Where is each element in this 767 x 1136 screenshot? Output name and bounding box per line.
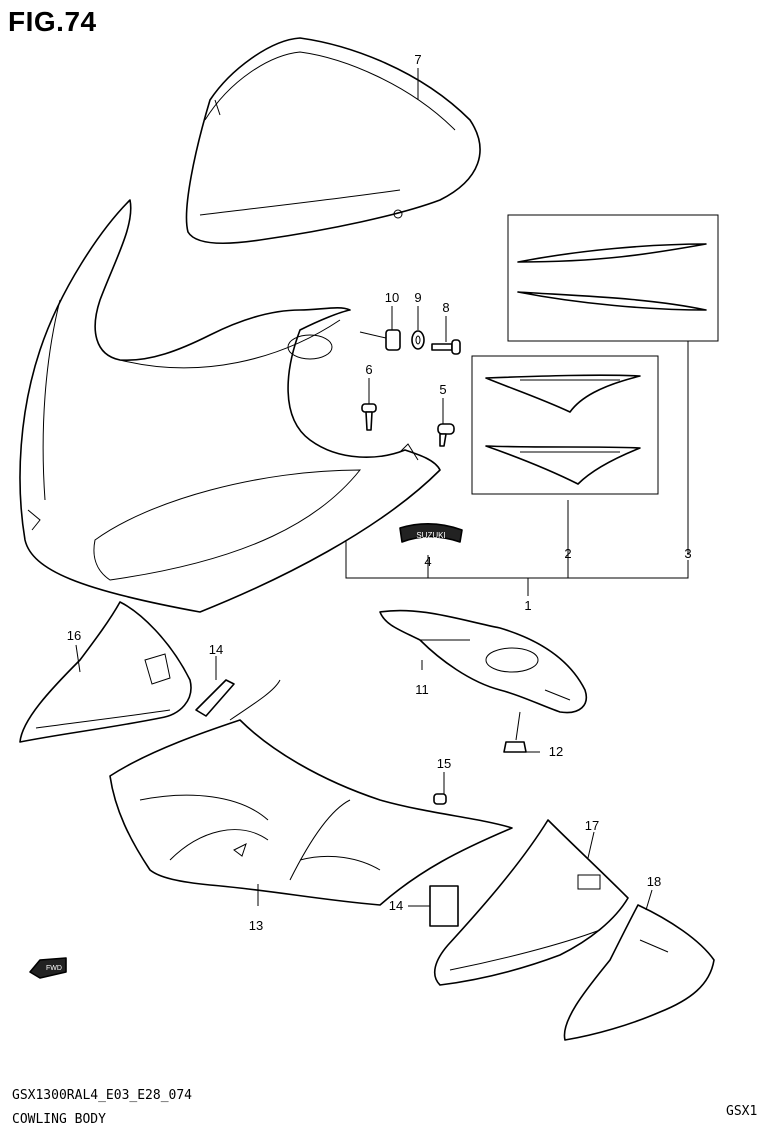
- callout-8: 8: [442, 300, 449, 315]
- trim-14-upper: [195, 679, 235, 717]
- screw-5: [437, 423, 455, 447]
- callout-3: 3: [684, 546, 691, 561]
- callout-1: 1: [524, 598, 531, 613]
- callout-12: 12: [549, 744, 563, 759]
- figure-title: FIG.74: [8, 6, 97, 37]
- upper-cowling: [19, 199, 441, 613]
- model-code: GSX1300RAL4_E03_E28_074: [12, 1088, 193, 1103]
- callout-18: 18: [647, 874, 661, 889]
- side-panel-16: [19, 601, 192, 743]
- nut-12: [503, 741, 527, 753]
- screw-15: [433, 793, 447, 805]
- callout-7: 7: [414, 52, 421, 67]
- callout-17: 17: [585, 818, 599, 833]
- callout-13: 13: [249, 918, 263, 933]
- corner-tag: GSX1: [726, 1104, 758, 1119]
- callout-14: 14: [209, 642, 223, 657]
- cowling-bracket-11: [379, 609, 587, 714]
- callout-16: 16: [67, 628, 81, 643]
- section-name: COWLING BODY: [12, 1112, 106, 1127]
- fwd-arrow-icon: FWD: [29, 957, 67, 979]
- decal-box-2: [471, 355, 659, 495]
- screw-6: [361, 403, 377, 431]
- callout-5: 5: [439, 382, 446, 397]
- side-panel-18: [563, 904, 715, 1041]
- callout-2: 2: [564, 546, 571, 561]
- screw-8: [431, 339, 461, 355]
- washer-9: [411, 330, 425, 350]
- suzuki-emblem: SUZUKI: [399, 522, 463, 543]
- callout-15: 15: [437, 756, 451, 771]
- side-panel-17: [433, 819, 629, 986]
- windscreen: [185, 37, 481, 245]
- callout-10: 10: [385, 290, 399, 305]
- callout-9: 9: [414, 290, 421, 305]
- fwd-label: FWD: [46, 965, 62, 972]
- callout-14: 14: [389, 898, 403, 913]
- callout-6: 6: [365, 362, 372, 377]
- callout-11: 11: [415, 682, 429, 697]
- trim-14-lower: [429, 885, 459, 927]
- grommet-10: [385, 329, 401, 351]
- callout-4: 4: [424, 554, 431, 569]
- emblem-text: SUZUKI: [416, 531, 445, 540]
- lower-cowling-13: [109, 679, 513, 906]
- stripe-box-3: [507, 214, 719, 342]
